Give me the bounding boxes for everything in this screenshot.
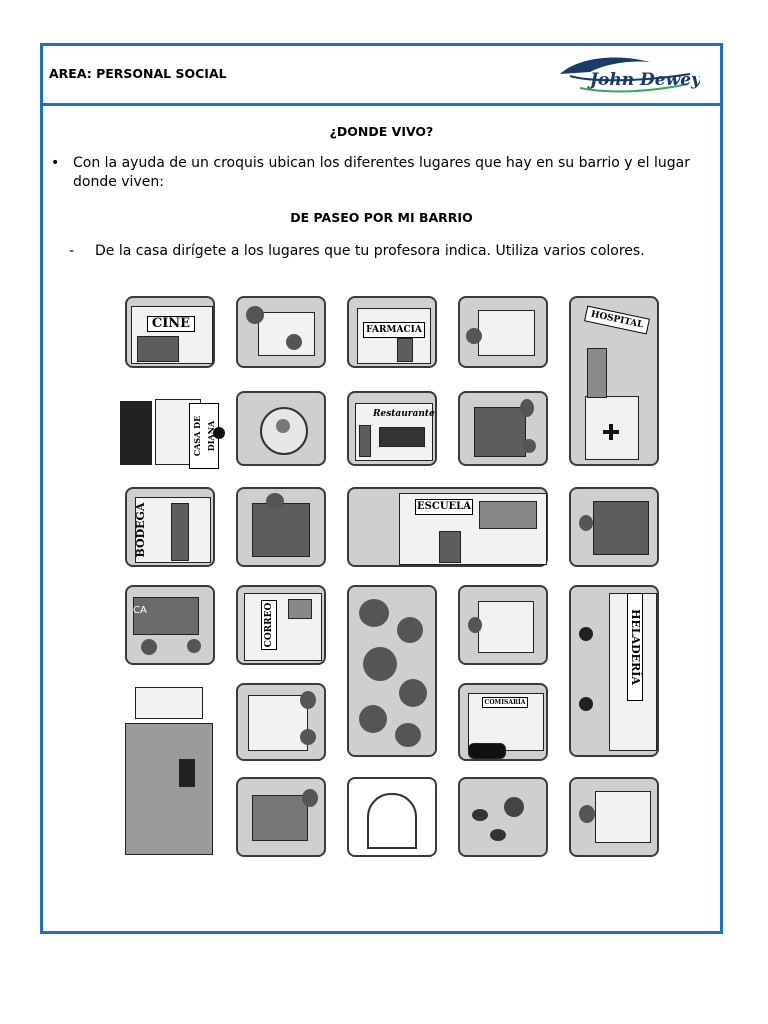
sign-comisaria: COMISARÍA (482, 697, 528, 708)
sign-correo: CORREO (261, 600, 277, 650)
block-comisaria: COMISARÍA (458, 683, 548, 761)
bullet-symbol: • (51, 155, 60, 171)
block-park (347, 585, 437, 757)
page-title: ¿DONDE VIVO? (329, 124, 434, 139)
block-correo: CORREO (236, 585, 326, 665)
sign-restaurante: Restaurante (373, 409, 435, 419)
block-house-c (236, 487, 326, 567)
sign-hospital: HOSPITAL (584, 305, 650, 335)
sign-bodega: BODEGA (134, 502, 147, 558)
sign-escuela: ESCUELA (415, 499, 473, 515)
block-house-d (569, 487, 659, 567)
block-house-f (236, 683, 326, 761)
block-house-a2 (458, 296, 548, 368)
instruction-item: - De la casa dirígete a los lugares que … (69, 243, 645, 259)
block-restaurante: Restaurante (347, 391, 437, 466)
block-plaza (236, 391, 326, 466)
block-farmacia: FARMACIA (347, 296, 437, 368)
sign-farmacia: FARMACIA (363, 322, 425, 338)
worksheet-frame: AREA: PERSONAL SOCIAL John Dewey ¿DONDE … (40, 43, 723, 934)
logo-text: John Dewey (587, 70, 700, 90)
block-house-b (458, 391, 548, 466)
sign-ca: CA (133, 605, 147, 616)
sign-cine: CINE (147, 316, 195, 332)
block-house-a1 (236, 296, 326, 368)
block-house-e (458, 585, 548, 665)
dash-symbol: - (69, 243, 75, 259)
block-casa-diana: CASA DE DIANA (120, 391, 225, 469)
block-bodega: BODEGA (125, 487, 215, 567)
block-house-g (236, 777, 326, 857)
block-house-h (569, 777, 659, 857)
school-logo: John Dewey (550, 52, 702, 98)
block-iglesia (347, 777, 437, 857)
bullet-text: Con la ayuda de un croquis ubican los di… (73, 155, 690, 190)
instruction-text: De la casa dirígete a los lugares que tu… (95, 243, 645, 259)
block-cine: CINE (125, 296, 215, 368)
block-ca: CA (125, 585, 215, 665)
area-label: AREA: PERSONAL SOCIAL (49, 66, 227, 81)
section-subtitle: DE PASEO POR MI BARRIO (290, 210, 473, 225)
block-juegos (458, 777, 548, 857)
block-gasolinera (125, 683, 215, 859)
block-escuela: ESCUELA (347, 487, 548, 567)
block-heladeria: HELADERÍA (569, 585, 659, 757)
neighborhood-map: CINE FARMACIA HOSPITAL CASA (120, 291, 660, 866)
sign-heladeria: HELADERÍA (627, 593, 643, 701)
worksheet-header: AREA: PERSONAL SOCIAL John Dewey (43, 46, 720, 106)
block-hospital: HOSPITAL (569, 296, 659, 466)
